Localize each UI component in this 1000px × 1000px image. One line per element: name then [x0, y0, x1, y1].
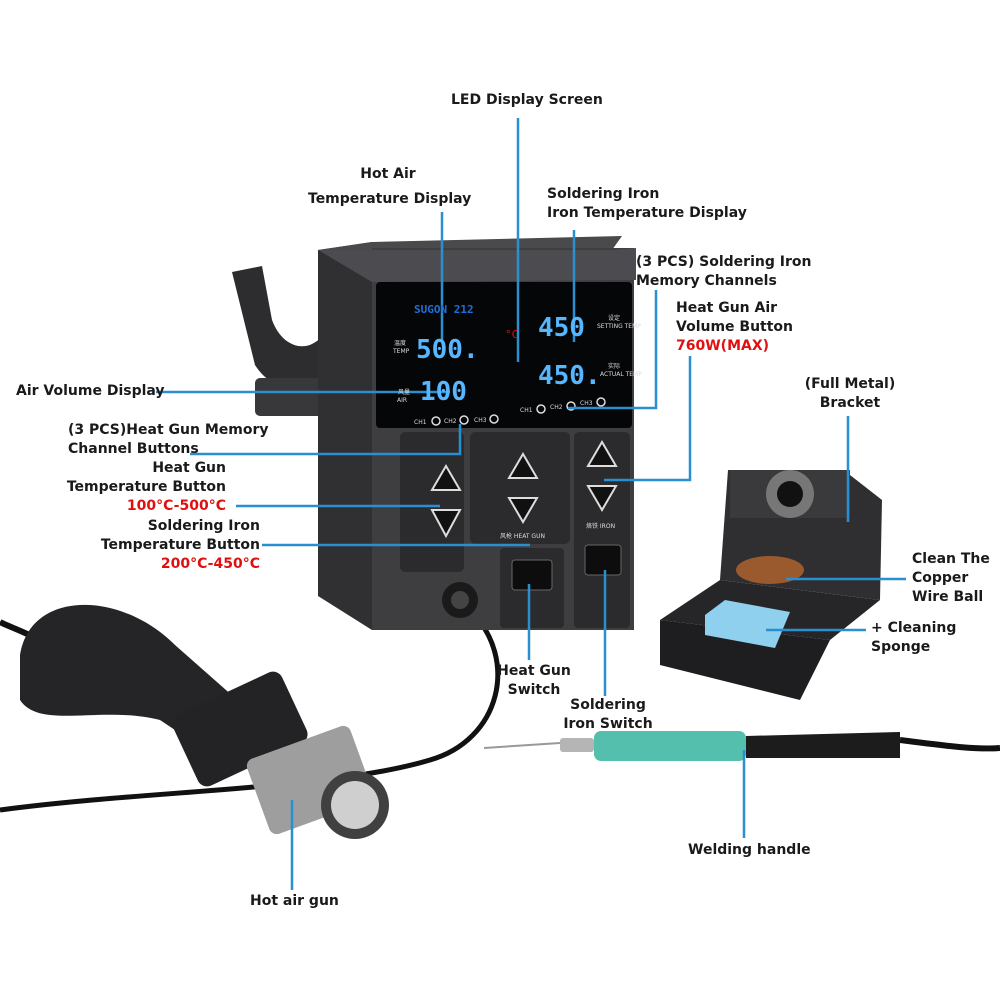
tag-setting-cn: 设定 — [608, 314, 620, 322]
gun-ch2-label: CH2 — [444, 418, 457, 425]
gun-ch3-label: CH3 — [474, 417, 487, 424]
iron-down-button — [586, 485, 618, 512]
iron-channel-buttons — [536, 397, 606, 414]
iron-setting-digits: 450 — [538, 313, 585, 343]
tag-actual-cn: 实际 — [608, 362, 620, 370]
celsius-indicator: °C — [505, 328, 518, 341]
label-iron-temp: Soldering Iron Iron Temperature Display — [547, 186, 747, 221]
iron-ch1-label: CH1 — [520, 407, 533, 414]
label-hot-air-gun: Hot air gun — [250, 893, 339, 909]
hot-air-gun-cable — [0, 608, 501, 813]
label-sponge: + Cleaning Sponge — [871, 620, 957, 655]
heat-gun-switch — [511, 559, 553, 591]
label-gun-switch: Heat Gun Switch — [497, 663, 571, 698]
label-air-button: Heat Gun Air Volume Button 760W(MAX) — [676, 300, 794, 354]
iron-up-button — [586, 440, 618, 467]
tag-air: AIR — [397, 397, 407, 404]
label-iron-temp-button: Soldering Iron Temperature Button 200°C-… — [100, 518, 260, 572]
tag-actual: ACTUAL TEMP — [600, 371, 642, 378]
iron-panel-label: 烙铁 IRON — [586, 522, 615, 530]
label-bracket: (Full Metal) Bracket — [804, 376, 896, 411]
label-led-display: LED Display Screen — [451, 92, 603, 108]
iron-ch2-label: CH2 — [550, 404, 563, 411]
soldering-iron-switch — [584, 544, 622, 576]
tag-air-cn: 风量 — [398, 389, 410, 396]
iron-actual-digits: 450. — [538, 361, 601, 391]
air-volume-down-button — [507, 497, 539, 524]
label-iron-switch: Soldering Iron Switch — [563, 697, 653, 732]
heat-gun-panel-label: 风枪 HEAT GUN — [500, 532, 545, 540]
heat-gun-channel-buttons — [431, 414, 499, 426]
iron-stand — [660, 470, 882, 700]
label-hot-air-temp: Hot Air Temperature Display — [308, 166, 472, 207]
tag-setting: SETTING TEMP — [597, 323, 641, 330]
label-welding-handle: Welding handle — [688, 842, 811, 858]
callout-line-iron-memory — [568, 290, 658, 410]
tag-temp-cn: 温度 — [394, 339, 406, 347]
tag-temp: TEMP — [392, 348, 410, 355]
brand-logo: SUGON 212 — [414, 303, 474, 316]
iron-ch3-label: CH3 — [580, 400, 593, 407]
soldering-iron-pen — [483, 731, 900, 761]
station-body — [318, 236, 636, 630]
label-air-volume: Air Volume Display — [16, 383, 165, 399]
callout-line-gun-memory — [190, 424, 462, 456]
copper-wire-ball — [736, 556, 804, 584]
label-gun-memory: (3 PCS)Heat Gun Memory Channel Buttons — [68, 422, 269, 457]
heat-gun-down-button — [430, 509, 462, 539]
hot-air-temp-digits: 500. — [416, 335, 479, 365]
label-iron-memory: (3 PCS) Soldering Iron Memory Channels — [636, 254, 812, 289]
hot-air-gun — [20, 604, 389, 839]
label-gun-temp-button: Heat Gun Temperature Button 100°C-500°C — [66, 460, 226, 514]
callout-line-air-button — [604, 356, 692, 482]
iron-cable — [899, 737, 1000, 752]
label-copper-wire: Clean The Copper Wire Ball — [912, 551, 990, 605]
air-volume-digits: 100 — [420, 377, 467, 407]
cleaning-sponge — [705, 600, 790, 648]
gun-ch1-label: CH1 — [414, 419, 427, 426]
air-volume-up-button — [507, 452, 539, 479]
heat-gun-up-button — [430, 464, 462, 491]
